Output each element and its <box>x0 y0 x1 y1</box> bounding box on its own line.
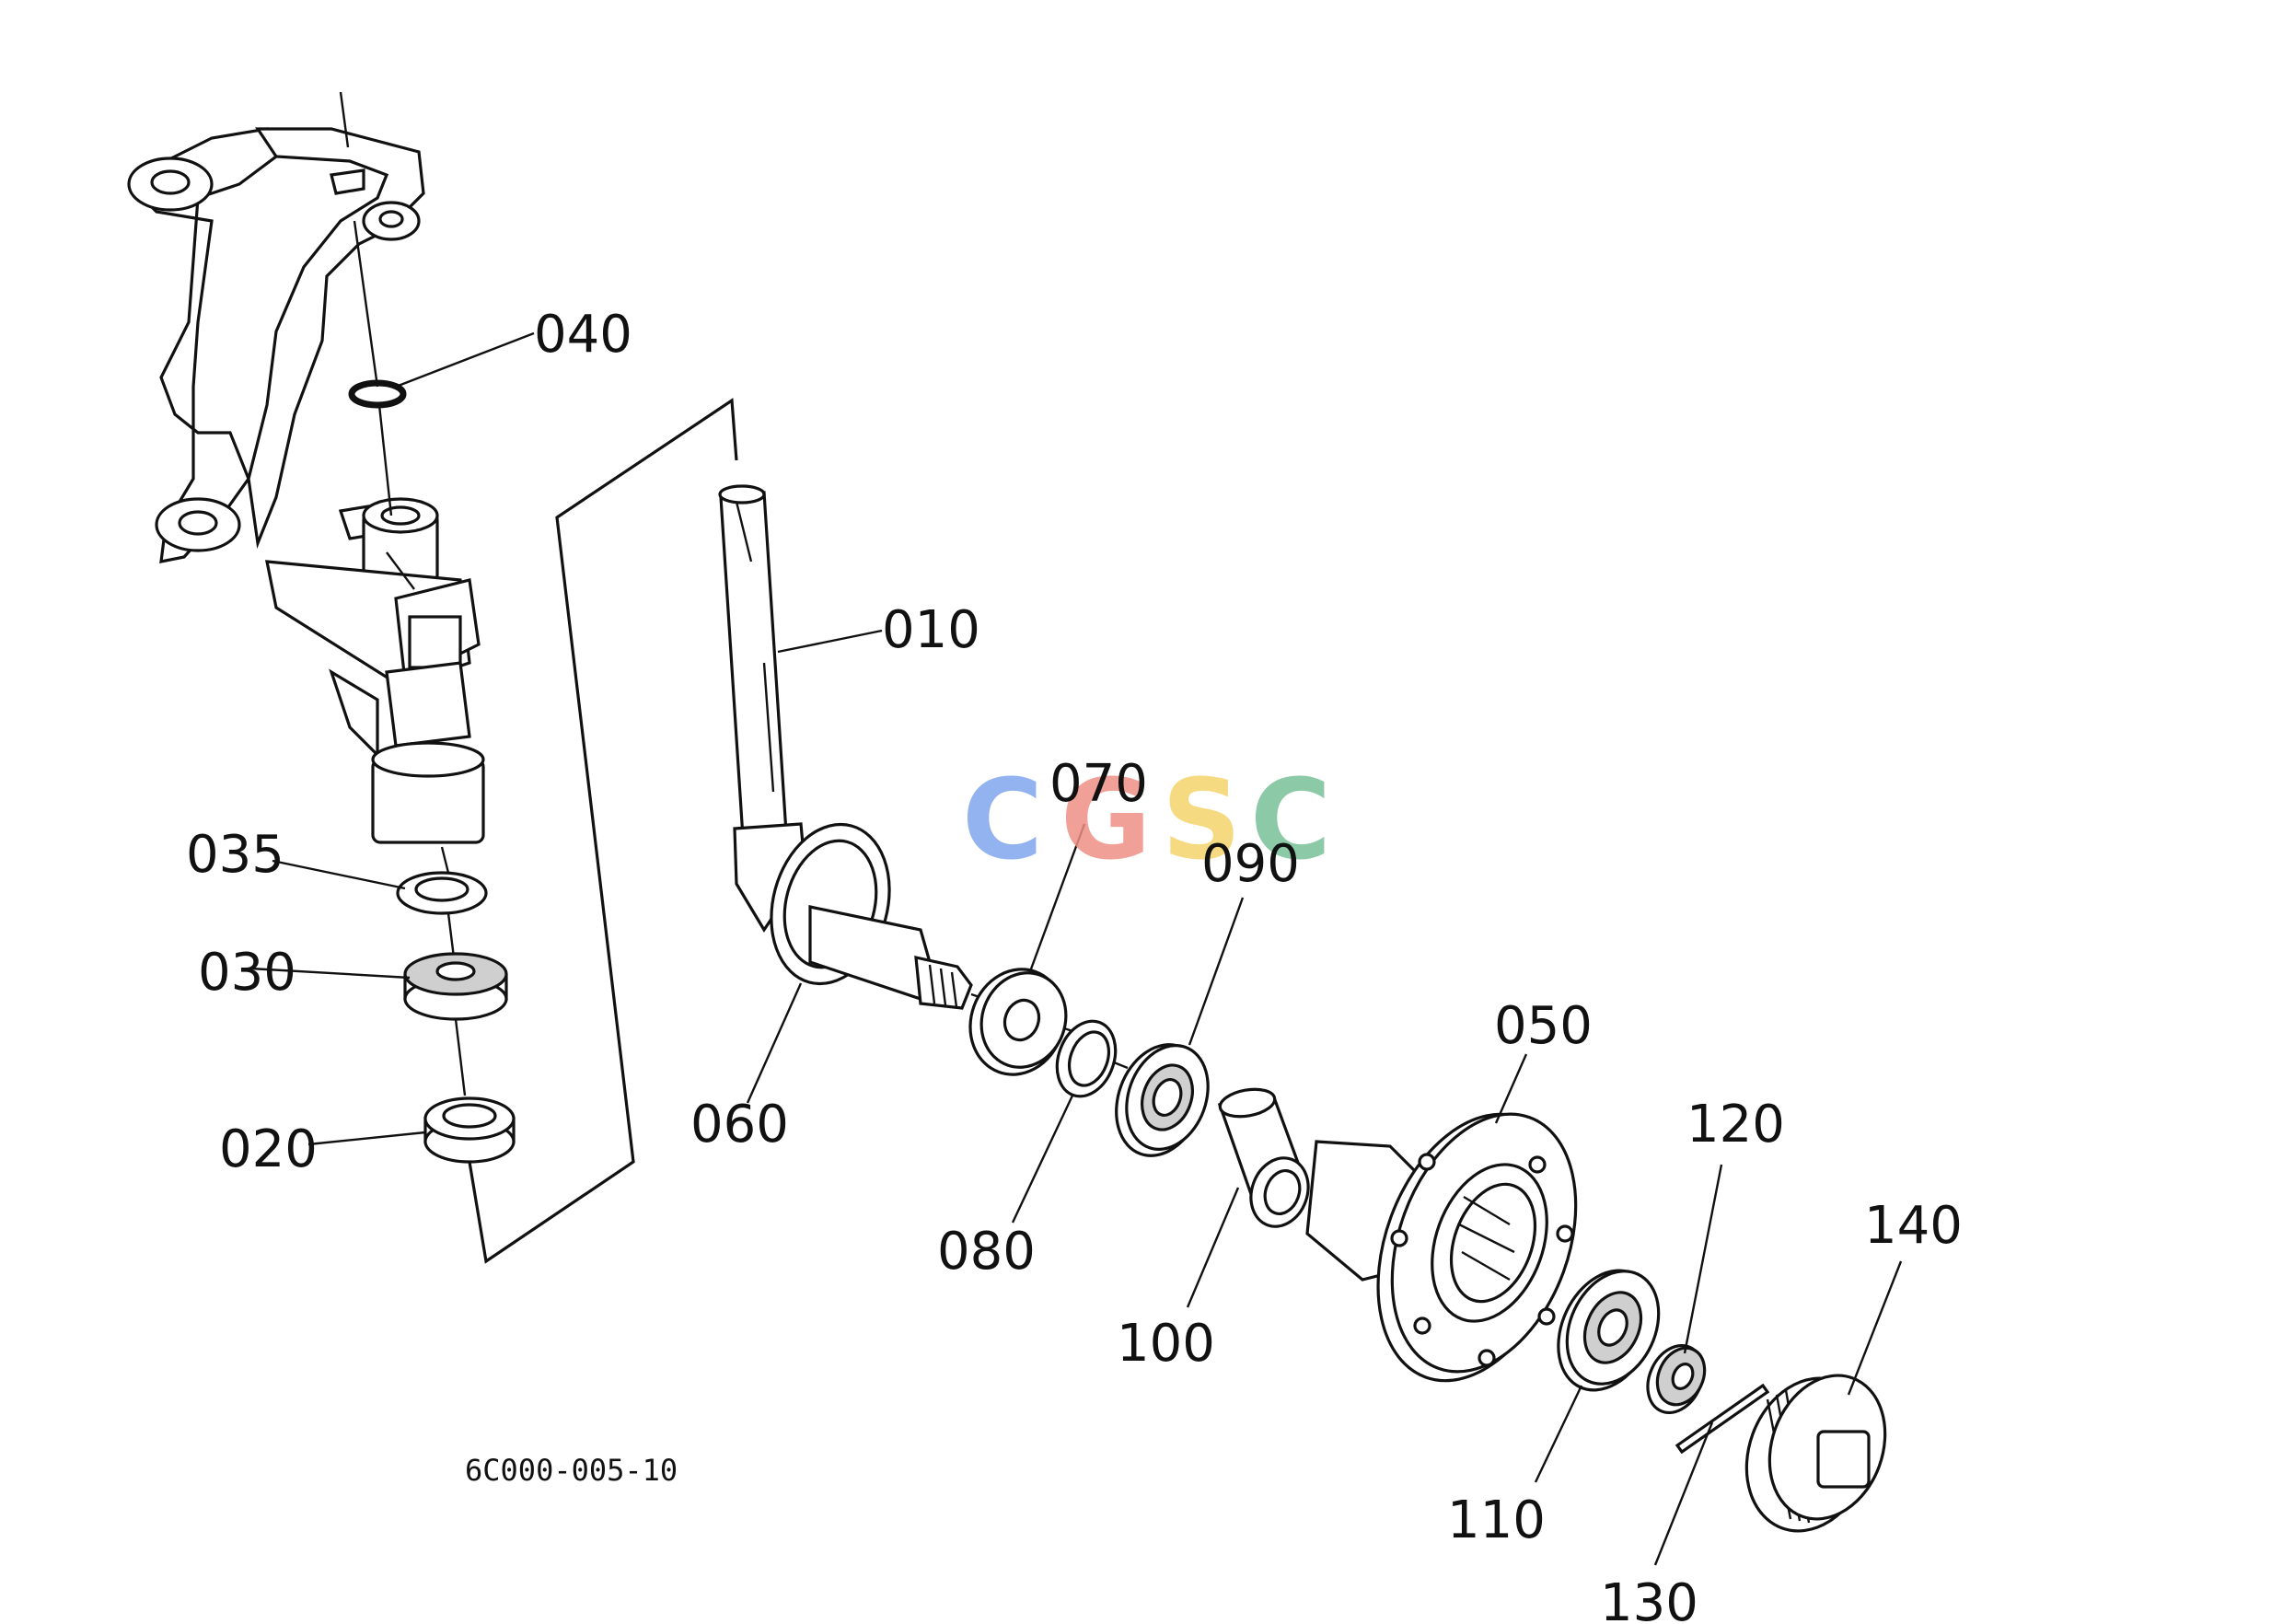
seal-020 <box>423 1096 516 1164</box>
label-030: 030 <box>198 943 296 1003</box>
label-040: 040 <box>534 305 632 365</box>
thrust-bearing-030 <box>403 952 508 1021</box>
label-090: 090 <box>1201 834 1300 894</box>
label-070: 070 <box>1049 754 1148 814</box>
seal-035 <box>396 871 488 915</box>
label-080: 080 <box>937 1222 1036 1282</box>
label-020: 020 <box>219 1119 318 1179</box>
seal-070 <box>968 968 1068 1076</box>
label-010: 010 <box>882 600 980 660</box>
label-035: 035 <box>186 825 284 885</box>
label-140: 140 <box>1864 1196 1963 1256</box>
watermark-letter: S <box>1162 757 1241 885</box>
label-110: 110 <box>1447 1491 1546 1550</box>
collar-100 <box>1217 1087 1310 1228</box>
ring-080 <box>1055 1019 1118 1098</box>
label-130: 130 <box>1600 1573 1698 1624</box>
grouping-bracket-line <box>468 398 738 1264</box>
cotter-pin-130 <box>1675 1383 1770 1455</box>
hub-050 <box>1305 1112 1578 1383</box>
watermark-cgsc: C G S C <box>962 757 1331 885</box>
label-050: 050 <box>1494 996 1593 1056</box>
drawing-code: 6C000-005-10 <box>465 1453 678 1488</box>
axle-bracket-illustration <box>127 91 485 885</box>
label-060: 060 <box>690 1095 789 1154</box>
nut-120 <box>1646 1343 1707 1415</box>
part-labels: 040 010 035 030 020 060 070 090 080 100 … <box>186 305 1963 1624</box>
o-ring-040 <box>348 379 407 409</box>
label-100: 100 <box>1117 1314 1215 1374</box>
bearing-110 <box>1557 1269 1661 1392</box>
watermark-letter: C <box>1250 757 1331 885</box>
label-120: 120 <box>1686 1095 1785 1154</box>
leader-lines <box>249 331 1903 1566</box>
hub-cap-140 <box>1744 1374 1887 1533</box>
watermark-letter: C <box>962 757 1043 885</box>
watermark-letter: G <box>1060 757 1152 885</box>
knuckle-spindle-010 <box>718 484 973 1010</box>
bearing-090 <box>1115 1043 1210 1157</box>
